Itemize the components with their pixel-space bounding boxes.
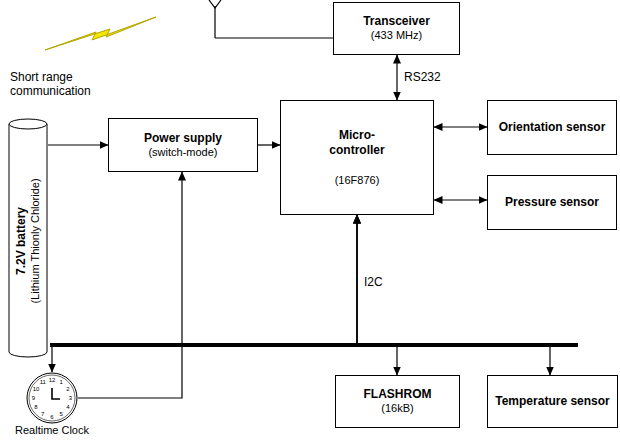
realtime-clock: 121234567891011Realtime Clock <box>7 372 97 438</box>
clock-rim <box>27 373 77 423</box>
signal-label: RS232 <box>403 70 442 84</box>
node-title: Pressure sensor <box>505 195 599 210</box>
lightning-bolt <box>45 17 156 50</box>
clock-number: 12 <box>49 377 56 383</box>
node-title: Micro- controller <box>318 128 396 158</box>
node-title: 7.2V battery <box>14 207 29 275</box>
clock-number: 9 <box>32 395 35 401</box>
connector <box>78 172 182 398</box>
clock-inner-rim <box>29 375 75 421</box>
connector <box>396 55 397 100</box>
clock-number: 3 <box>69 395 72 401</box>
microcontroller-box: Micro- controller (16F876) <box>280 100 434 215</box>
connector <box>48 144 108 145</box>
node-title: FLASHROM <box>364 387 432 402</box>
node-title: Temperature sensor <box>495 394 610 409</box>
connector <box>52 215 357 372</box>
battery-cylinder: 7.2V battery(Lithium Thionly Chloride) <box>8 118 48 358</box>
clock-number: 4 <box>66 404 69 410</box>
transceiver-box: Transceiver(433 MHz) <box>333 2 460 55</box>
clock-number: 6 <box>50 414 53 420</box>
node-subtitle: (433 MHz) <box>371 29 422 43</box>
signal-label: I2C <box>363 275 384 289</box>
sensor-box: Orientation sensor <box>487 100 617 155</box>
clock-number: 7 <box>41 411 44 417</box>
clock-hands <box>52 388 60 399</box>
connector <box>357 215 397 375</box>
connector <box>258 144 280 145</box>
power-supply-box: Power supply(switch-mode) <box>108 118 258 172</box>
connector <box>357 215 550 375</box>
sensor-box: Pressure sensor <box>487 175 617 230</box>
node-title: Transceiver <box>363 14 430 29</box>
connector <box>434 199 487 200</box>
node-subtitle: (16kB) <box>381 402 413 416</box>
flashrom-box: FLASHROM(16kB) <box>335 375 460 428</box>
battery-body <box>9 124 47 357</box>
sensor-box: Temperature sensor <box>487 375 618 428</box>
clock-number: 10 <box>33 386 40 392</box>
node-title: Orientation sensor <box>499 120 606 135</box>
clock-label: Realtime Clock <box>7 424 97 438</box>
clock-number: 2 <box>66 386 69 392</box>
antenna-symbol <box>209 0 333 38</box>
node-subtitle: (Lithium Thionly Chloride) <box>29 178 43 303</box>
battery-label-group: 7.2V battery(Lithium Thionly Chloride) <box>8 121 48 361</box>
clock-number: 5 <box>60 411 63 417</box>
node-title: Power supply <box>144 131 222 146</box>
clock-number: 1 <box>60 379 63 385</box>
battery-top <box>9 119 47 129</box>
node-subtitle: (16F876) <box>335 174 380 188</box>
free-label: Short range communication <box>10 70 106 99</box>
clock-number: 8 <box>34 404 37 410</box>
node-subtitle: (switch-mode) <box>148 146 217 160</box>
clock-number: 11 <box>40 379 46 385</box>
connector <box>434 126 487 127</box>
